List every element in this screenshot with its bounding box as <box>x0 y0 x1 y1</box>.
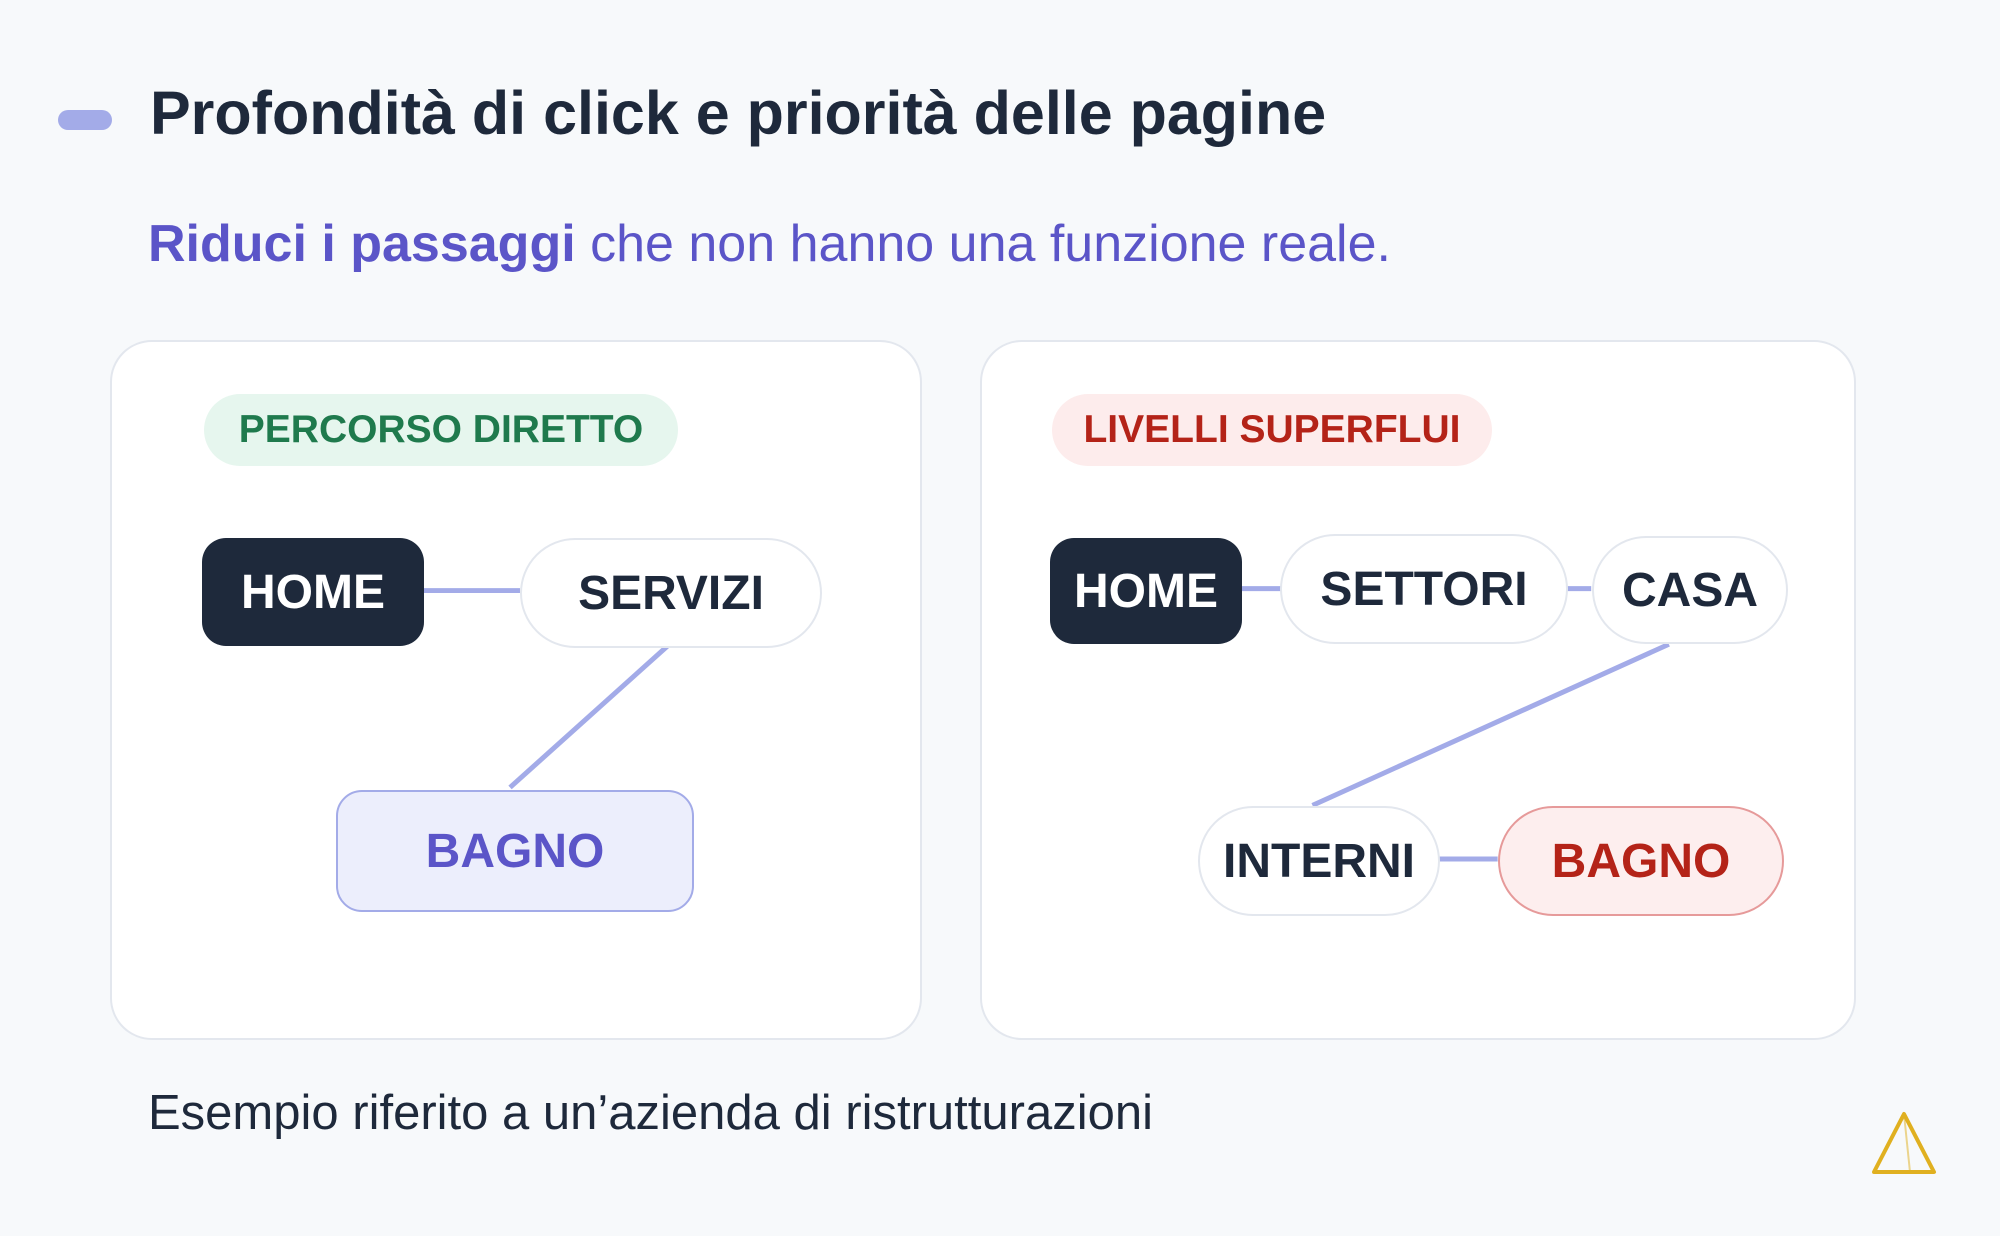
badge-superfluous-levels: LIVELLI SUPERFLUI <box>1052 394 1492 466</box>
node-home: HOME <box>1050 538 1242 644</box>
title-accent-bar <box>58 110 112 130</box>
node-home: HOME <box>202 538 424 646</box>
direct-path-card: PERCORSO DIRETTO HOME SERVIZI BAGNO <box>110 340 922 1040</box>
node-casa: CASA <box>1592 536 1788 644</box>
triangle-logo-icon <box>1872 1112 1936 1174</box>
node-bagno: BAGNO <box>336 790 694 912</box>
node-bagno: BAGNO <box>1498 806 1784 916</box>
subtitle-text: che non hanno una funzione reale. <box>575 215 1391 273</box>
badge-direct-path: PERCORSO DIRETTO <box>204 394 678 466</box>
node-interni: INTERNI <box>1198 806 1440 916</box>
node-settori: SETTORI <box>1280 534 1568 644</box>
node-servizi: SERVIZI <box>520 538 822 648</box>
subtitle-highlight: Riduci i passaggi <box>148 215 576 273</box>
direct-path-connectors <box>422 588 669 790</box>
connector-servizi-bagno <box>508 644 669 790</box>
page-subtitle: Riduci i passaggi che non hanno una funz… <box>148 214 1391 274</box>
connector-casa-interni <box>1311 641 1670 808</box>
example-caption: Esempio riferito a un’azienda di ristrut… <box>148 1086 1153 1140</box>
superfluous-levels-card: LIVELLI SUPERFLUI HOME SETTORI CASA INTE… <box>980 340 1856 1040</box>
page-title: Profondità di click e priorità delle pag… <box>150 79 1327 147</box>
